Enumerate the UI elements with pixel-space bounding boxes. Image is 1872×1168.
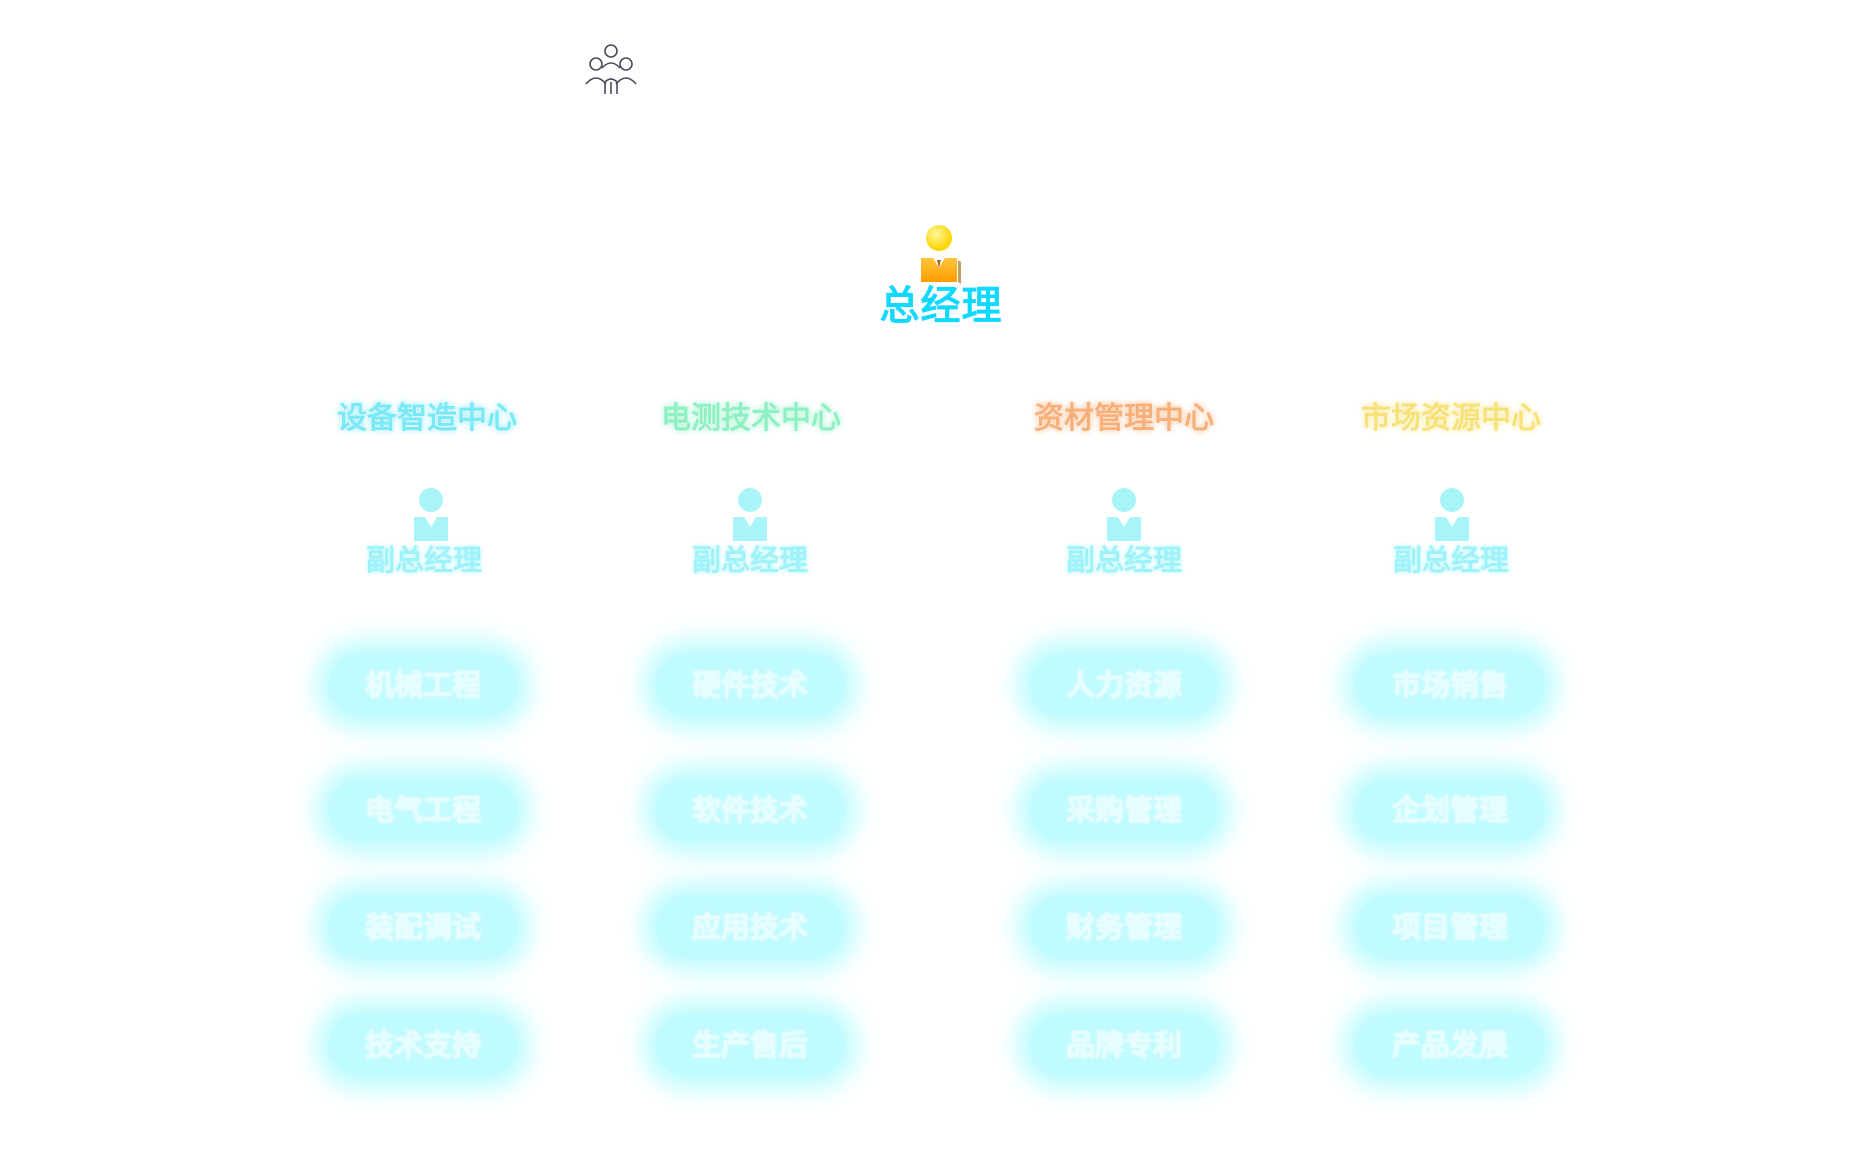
department-node: 项目管理	[1355, 895, 1545, 959]
vp-label: 副总经理	[365, 543, 482, 577]
department-node: 机械工程	[328, 653, 518, 717]
vp-label: 副总经理	[1065, 543, 1182, 577]
department-node: 产品发展	[1355, 1013, 1545, 1077]
team-icon	[583, 42, 639, 98]
department-node: 硬件技术	[655, 653, 845, 717]
department-node: 财务管理	[1029, 895, 1219, 959]
vp-icon	[1433, 487, 1471, 541]
vp-label: 副总经理	[691, 543, 808, 577]
department-node: 市场销售	[1355, 653, 1545, 717]
center-title-market: 市场资源中心	[1361, 401, 1541, 436]
department-node: 生产售后	[655, 1013, 845, 1077]
department-node: 品牌专利	[1029, 1013, 1219, 1077]
department-node: 技术支持	[328, 1013, 518, 1077]
department-node: 企划管理	[1355, 778, 1545, 842]
department-node: 电气工程	[328, 778, 518, 842]
vp-label: 副总经理	[1392, 543, 1509, 577]
center-title-materials: 资材管理中心	[1034, 401, 1214, 436]
vp-icon	[412, 487, 450, 541]
general-manager-icon	[918, 224, 962, 284]
department-node: 应用技术	[655, 895, 845, 959]
vp-icon	[731, 487, 769, 541]
general-manager-title: 总经理	[879, 283, 1003, 329]
center-title-electrical-test: 电测技术中心	[661, 401, 841, 436]
department-node: 采购管理	[1029, 778, 1219, 842]
center-title-equipment: 设备智造中心	[337, 401, 517, 436]
vp-icon	[1105, 487, 1143, 541]
department-node: 软件技术	[655, 778, 845, 842]
department-node: 人力资源	[1029, 653, 1219, 717]
department-node: 装配调试	[328, 895, 518, 959]
